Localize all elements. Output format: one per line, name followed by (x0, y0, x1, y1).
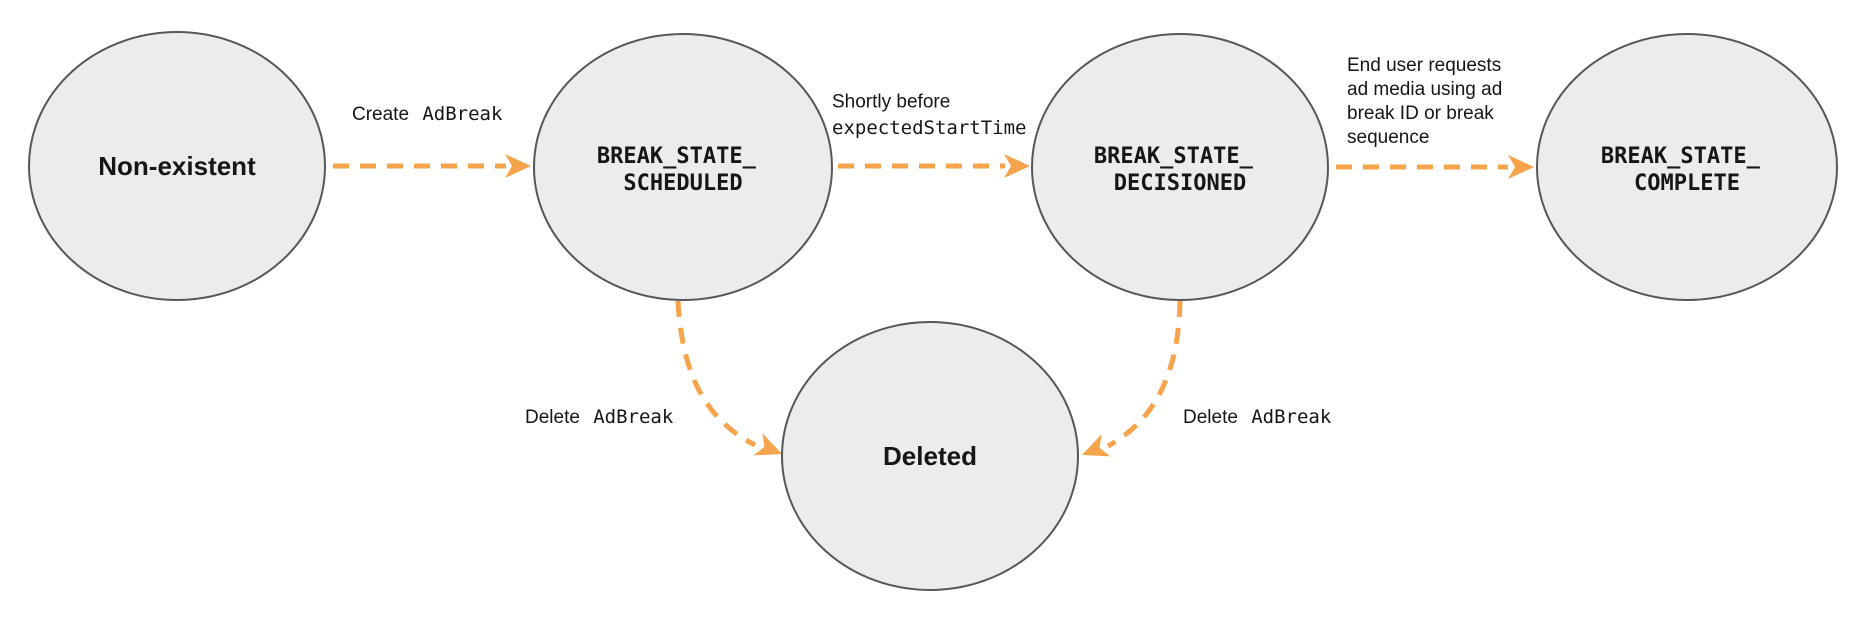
transition-label: Delete AdBreak (525, 406, 674, 428)
state-label: BREAK_STATE_ DECISIONED (1094, 144, 1266, 196)
arrowhead-icon (1082, 434, 1111, 457)
transition-label: Delete AdBreak (1183, 406, 1332, 428)
state-label-line: BREAK_STATE_ (1601, 144, 1761, 169)
transition-label: End user requests ad media using ad brea… (1347, 55, 1508, 148)
transition-label-line: break ID or break (1347, 103, 1494, 124)
state-non-existent: Non-existent (28, 31, 326, 301)
state-deleted: Deleted (781, 321, 1079, 591)
arrowhead-icon (505, 154, 531, 178)
transition-label-text: Create (352, 104, 409, 125)
state-circle (28, 31, 326, 301)
state-circle (533, 33, 833, 301)
transition-delete-ad-break-from-scheduled: Delete AdBreak (525, 300, 782, 456)
transition-label-text: Shortly before (832, 92, 950, 113)
state-label: BREAK_STATE_ SCHEDULED (597, 144, 769, 196)
transition-shortly-before-expected-start-time: Shortly before expectedStartTime (832, 89, 1030, 178)
state-label: BREAK_STATE_ COMPLETE (1601, 144, 1773, 196)
state-label-line: DECISIONED (1114, 171, 1246, 196)
state-label: Non-existent (98, 151, 256, 181)
state-break-state-complete: BREAK_STATE_ COMPLETE (1536, 33, 1838, 301)
transition-label-line: End user requests (1347, 55, 1501, 76)
state-break-state-decisioned: BREAK_STATE_ DECISIONED (1031, 33, 1329, 301)
state-circle (1031, 33, 1329, 301)
state-circle (1536, 33, 1838, 301)
transition-label: Create AdBreak (352, 103, 503, 125)
transition-label-code: AdBreak (593, 406, 674, 428)
transition-label-code: AdBreak (1251, 406, 1332, 428)
transition-create-ad-break: Create AdBreak (333, 103, 531, 178)
transition-dashed-curve (675, 300, 757, 448)
transition-label: Shortly before expectedStartTime (832, 89, 1026, 139)
transition-dashed-curve (1106, 300, 1183, 449)
state-label-line: SCHEDULED (623, 171, 742, 196)
state-label-line: BREAK_STATE_ (597, 144, 757, 169)
state-circle (781, 321, 1079, 591)
transition-label-code: expectedStartTime (832, 117, 1026, 139)
transition-label-line: sequence (1347, 127, 1429, 148)
transition-delete-ad-break-from-decisioned: Delete AdBreak (1082, 300, 1332, 457)
state-label: Deleted (883, 441, 977, 471)
arrowhead-icon (1508, 155, 1534, 179)
state-break-state-scheduled: BREAK_STATE_ SCHEDULED (533, 33, 833, 301)
state-label-line: BREAK_STATE_ (1094, 144, 1254, 169)
state-label-line: COMPLETE (1634, 171, 1740, 196)
arrowhead-icon (1004, 154, 1030, 178)
transition-label-code: AdBreak (422, 103, 503, 125)
transition-end-user-requests-ad-media: End user requests ad media using ad brea… (1336, 55, 1534, 179)
arrowhead-icon (753, 433, 782, 456)
transition-label-text: Delete (525, 407, 580, 428)
transition-label-text: Delete (1183, 407, 1238, 428)
transition-label-line: ad media using ad (1347, 79, 1502, 100)
